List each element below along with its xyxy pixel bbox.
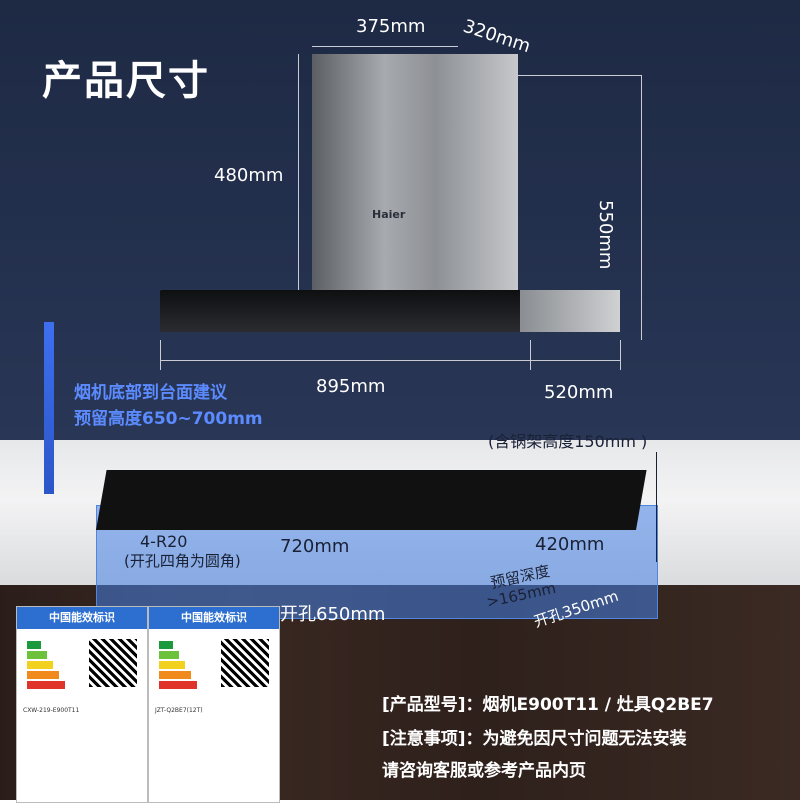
info-model: [产品型号]：烟机E900T11 / 灶具Q2BE7 (382, 695, 714, 715)
energy-label-header: 中国能效标识 (149, 607, 279, 629)
dim-line-chimney-height (298, 54, 299, 290)
brand-logo: Haier (372, 208, 406, 221)
dim-chimney-height: 480mm (214, 165, 284, 186)
dim-line-pot-rack (656, 452, 657, 562)
energy-label-model: JZT-Q2BE7(12T) (155, 707, 203, 714)
dim-hood-depth: 520mm (544, 382, 614, 403)
accent-bar (44, 322, 54, 494)
dim-line-top-ref (518, 75, 642, 76)
energy-label-header: 中国能效标识 (17, 607, 147, 629)
qr-code-icon (89, 639, 137, 687)
hood-steel-edge (520, 290, 620, 332)
dim-total-height: 550mm (595, 200, 616, 270)
page-title: 产品尺寸 (42, 58, 210, 104)
dim-tick-right (620, 340, 621, 370)
dim-cooktop-width: 720mm (280, 536, 350, 557)
dim-cooktop-depth: 420mm (535, 534, 605, 555)
energy-label-model: CXW-219-E900T11 (23, 707, 80, 714)
dim-corner: 4-R20 (140, 532, 188, 551)
dim-line-hood-width (160, 360, 620, 361)
install-note-line1: 烟机底部到台面建议 (74, 383, 227, 403)
energy-label-hood: 中国能效标识 CXW-219-E900T11 (16, 606, 148, 803)
info-contact: 请咨询客服或参考产品内页 (382, 761, 586, 781)
install-note-line2: 预留高度650~700mm (74, 409, 263, 429)
energy-label-stove: 中国能效标识 JZT-Q2BE7(12T) (148, 606, 280, 803)
dim-tick-left (160, 340, 161, 370)
dim-tick-mid (530, 340, 531, 370)
energy-grade-bars (159, 641, 197, 691)
qr-code-icon (221, 639, 269, 687)
info-notice: [注意事项]：为避免因尺寸问题无法安装 (382, 729, 687, 749)
dim-hood-width: 895mm (316, 376, 386, 397)
dim-line-top-width (312, 46, 458, 47)
dim-top-width: 375mm (356, 16, 426, 37)
dim-line-total-height (641, 75, 642, 340)
dim-pot-rack: (含锅架高度150mm ) (488, 432, 648, 451)
dim-hole-width: 开孔650mm (280, 604, 386, 625)
dim-corner-note: (开孔四角为圆角) (124, 552, 241, 570)
energy-grade-bars (27, 641, 65, 691)
hood-chimney (312, 54, 518, 304)
cooktop (96, 470, 647, 530)
